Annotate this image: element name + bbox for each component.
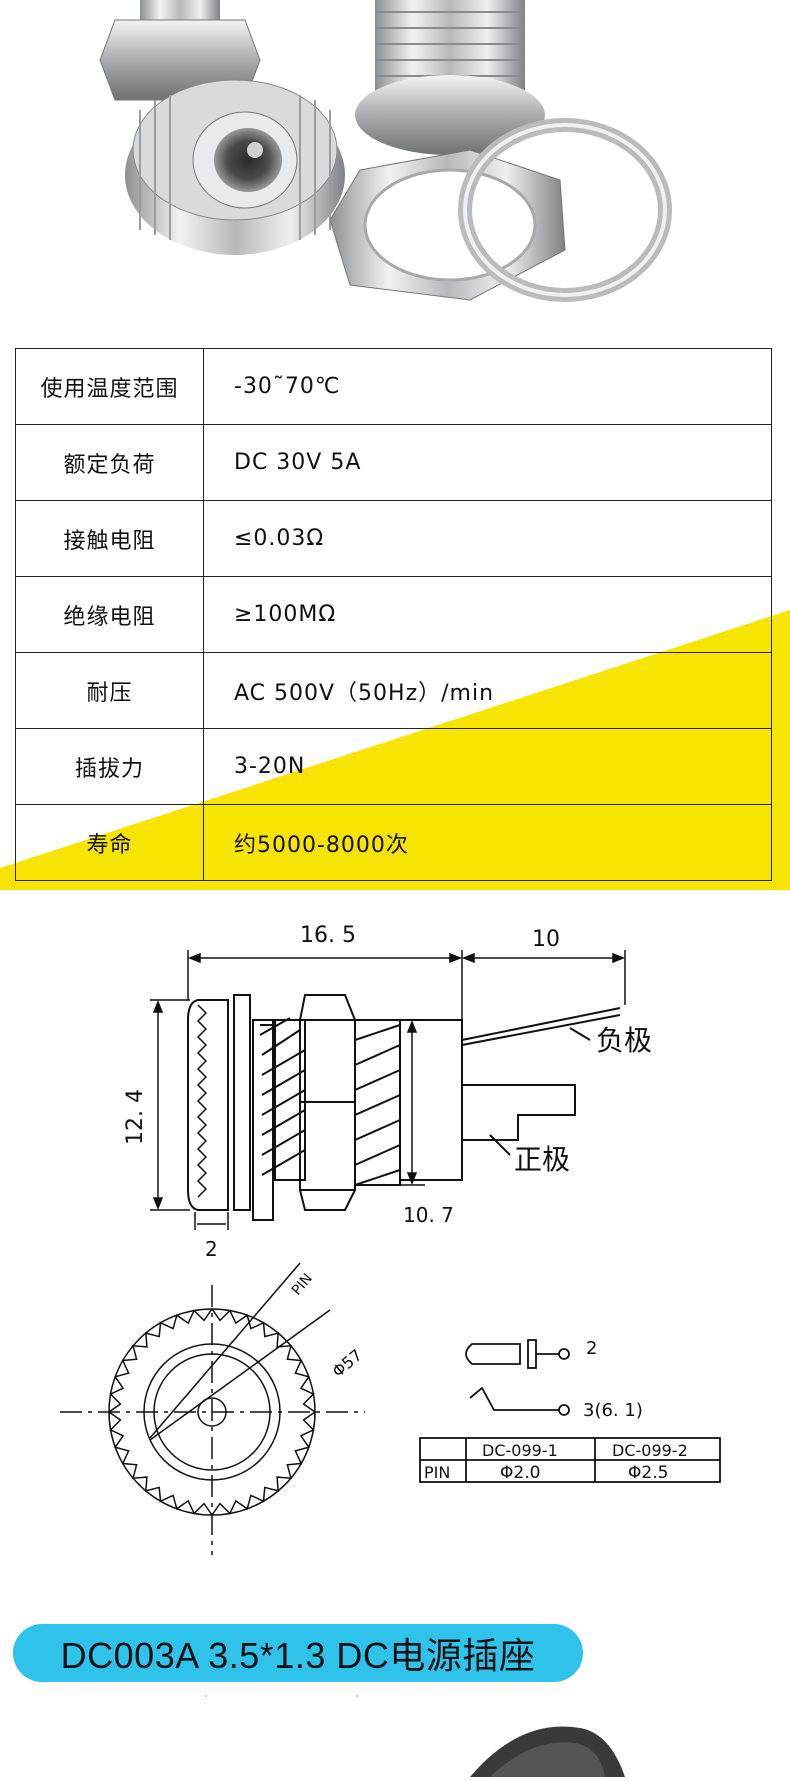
spec-value: 约5000-8000次: [203, 804, 772, 881]
technical-drawing: 16. 5 10 12. 4 10. 7 2 负极 正极 PIN Φ57: [0, 890, 790, 1610]
spec-row: 接触电阻 ≤0.03Ω: [15, 500, 772, 577]
pin-table-row-label: PIN: [424, 1463, 450, 1482]
spec-value: DC 30V 5A: [203, 424, 772, 501]
label-negative: 负极: [596, 1024, 652, 1057]
spec-row: 寿命 约5000-8000次: [15, 804, 772, 881]
positive-terminal: [462, 1084, 576, 1141]
pin-label: PIN: [289, 1271, 316, 1299]
spec-table: 使用温度范围 -30˜70℃ 额定负荷 DC 30V 5A 接触电阻 ≤0.03…: [15, 348, 772, 881]
front-view: [60, 1262, 365, 1555]
spec-key: 绝缘电阻: [15, 576, 204, 653]
pin-table-header-1: DC-099-1: [482, 1441, 558, 1460]
hex-nut: [299, 994, 356, 1211]
dc-jack-photo: [99, 0, 672, 302]
dim-height: 12. 4: [123, 1089, 148, 1145]
spec-key: 额定负荷: [15, 424, 204, 501]
pin-symbols: [465, 1339, 570, 1416]
knurled-flange: [187, 999, 229, 1211]
dim-length: 16. 5: [300, 923, 356, 948]
pin2-label: 2: [586, 1338, 597, 1359]
spec-row: 额定负荷 DC 30V 5A: [15, 424, 772, 501]
diameter-label: Φ57: [328, 1345, 365, 1381]
spec-value: AC 500V（50Hz）/min: [203, 652, 772, 729]
spec-row: 绝缘电阻 ≥100MΩ: [15, 576, 772, 653]
dimension-drawing: 16. 5 10 12. 4 10. 7 2 负极 正极 PIN Φ57: [60, 923, 721, 1555]
spec-section: 使用温度范围 -30˜70℃ 额定负荷 DC 30V 5A 接触电阻 ≤0.03…: [0, 320, 790, 890]
negative-terminal: [461, 1007, 621, 1041]
spec-key: 插拔力: [15, 728, 204, 805]
pin-table-value-1: Φ2.0: [500, 1463, 540, 1483]
product-photo: [0, 0, 790, 320]
dim-thread: 10. 7: [403, 1203, 454, 1227]
spec-value: -30˜70℃: [203, 348, 772, 425]
spec-row: 使用温度范围 -30˜70℃: [15, 348, 772, 425]
spec-key: 寿命: [15, 804, 204, 881]
label-positive: 正极: [514, 1143, 570, 1176]
spec-key: 接触电阻: [15, 500, 204, 577]
product-title: DC003A 3.5*1.3 DC电源插座: [60, 1635, 536, 1676]
spec-row: 耐压 AC 500V（50Hz）/min: [15, 652, 772, 729]
gear-outline: [107, 1307, 317, 1517]
spec-value: ≤0.03Ω: [203, 500, 772, 577]
product-title-pill: DC003A 3.5*1.3 DC电源插座: [13, 1624, 583, 1682]
bottom-product-photo: [0, 1688, 790, 1777]
pin-table-value-2: Φ2.5: [628, 1463, 668, 1483]
pin-table: [419, 1437, 721, 1483]
spec-key: 使用温度范围: [15, 348, 204, 425]
spec-row: 插拔力 3-20N: [15, 728, 772, 805]
pin3-label: 3(6. 1): [583, 1400, 643, 1421]
dim-pin: 10: [532, 927, 560, 952]
spec-value: 3-20N: [203, 728, 772, 805]
spec-key: 耐压: [15, 652, 204, 729]
dim-flange: 2: [205, 1237, 218, 1261]
thread-lines: [259, 1017, 306, 1181]
pin-table-header-2: DC-099-2: [612, 1441, 688, 1460]
spec-value: ≥100MΩ: [203, 576, 772, 653]
bottom-jack-photo: [205, 1695, 625, 1777]
